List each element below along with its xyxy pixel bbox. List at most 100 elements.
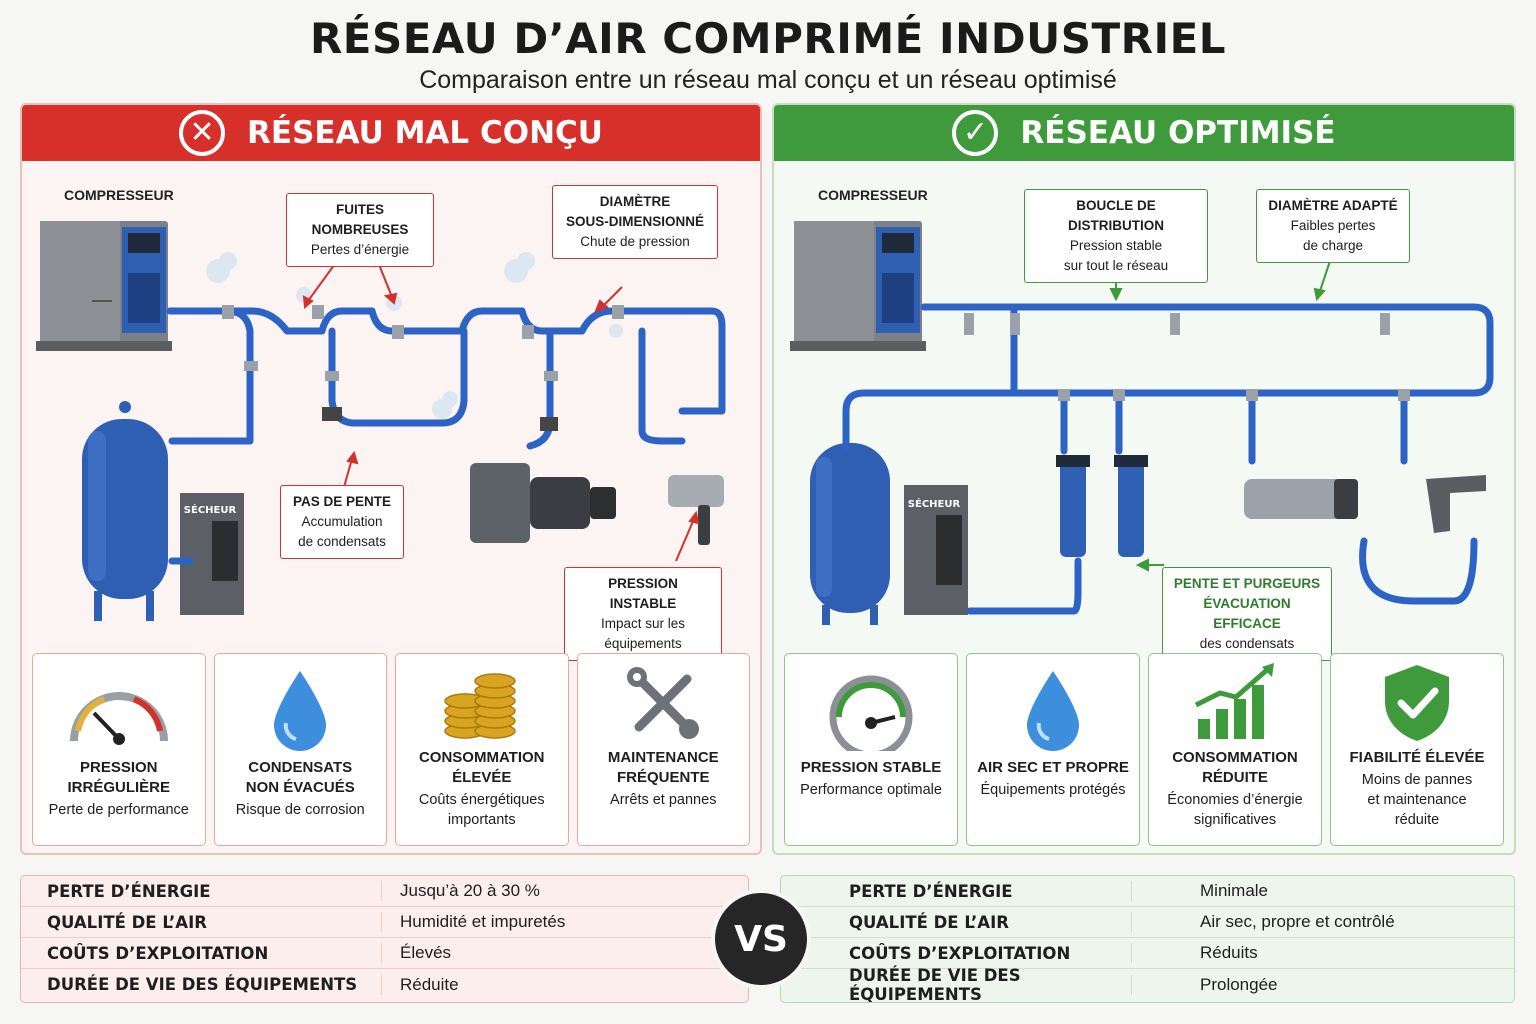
card-title-2: RÉDUITE: [1202, 769, 1268, 786]
row-key: COÛTS D’EXPLOITATION: [849, 943, 1071, 963]
page-title: RÉSEAU D’AIR COMPRIMÉ INDUSTRIEL: [309, 14, 1227, 63]
bad-panel-header: ✕ RÉSEAU MAL CONÇU: [22, 105, 760, 161]
gauge-icon: [33, 666, 205, 756]
table-row: DURÉE DE VIE DES ÉQUIPEMENTS Réduite: [21, 969, 748, 1000]
card-title: CONSOMMATION: [418, 749, 545, 766]
card-text: Économies d’énergie: [1167, 792, 1303, 808]
compressor-label: COMPRESSEUR: [64, 187, 174, 203]
growth-chart-icon: [1149, 658, 1321, 748]
leak-clouds: [206, 252, 623, 419]
callout-adapted-diameter: DIAMÈTRE ADAPTÉ Faibles pertes de charge: [1256, 189, 1410, 263]
pump-illustration: [470, 463, 616, 543]
table-row: QUALITÉ DE L’AIR Humidité et impuretés: [21, 907, 748, 938]
card-title: PRESSION STABLE: [800, 759, 942, 776]
dryer-label: SÉCHEUR: [184, 503, 237, 516]
callout-unstable-pressure: PRESSION INSTABLE Impact sur les équipem…: [564, 567, 722, 661]
row-value: Humidité et impuretés: [381, 912, 748, 932]
callout-slope-drains: PENTE ET PURGEURS ÉVACUATION EFFICACE de…: [1162, 567, 1332, 661]
bad-network-panel: ✕ RÉSEAU MAL CONÇU: [20, 103, 762, 855]
card-stable-pressure: PRESSION STABLE Performance optimale: [784, 653, 958, 846]
good-network-diagram: SÉCHEUR: [774, 161, 1514, 661]
card-dry-air: AIR SEC ET PROPRE Équipements protégés: [966, 653, 1140, 846]
vs-badge: VS: [711, 889, 811, 989]
bad-panel-title: RÉSEAU MAL CONÇU: [247, 115, 603, 151]
filter-illustration: [1056, 455, 1148, 557]
card-text: Moins de pannes: [1361, 772, 1473, 788]
good-benefit-cards: PRESSION STABLE Performance optimale AIR …: [784, 653, 1504, 846]
row-key: DURÉE DE VIE DES ÉQUIPEMENTS: [849, 965, 1021, 1003]
dryer-illustration: SÉCHEUR: [904, 485, 968, 615]
water-drop-icon: [967, 666, 1139, 756]
card-title: CONSOMMATION: [1172, 749, 1298, 766]
card-high-consumption: CONSOMMATION ÉLEVÉE Coûts énergétiques impo…: [395, 653, 569, 846]
air-tool-illustration: [1244, 475, 1486, 533]
good-network-illustration: SÉCHEUR: [790, 221, 1494, 625]
pipe-fittings: [222, 305, 624, 381]
row-value: Jusqu’à 20 à 30 %: [381, 881, 748, 901]
compressor-label: COMPRESSEUR: [818, 187, 928, 203]
row-value: Réduite: [381, 974, 748, 995]
card-title: AIR SEC ET PROPRE: [977, 759, 1129, 776]
callout-leaks: FUITES NOMBREUSES Pertes d’énergie: [286, 193, 434, 267]
card-text: Risque de corrosion: [235, 802, 365, 818]
compressor-illustration: [36, 221, 172, 351]
callout-distribution-loop: BOUCLE DE DISTRIBUTION Pression stable s…: [1024, 189, 1208, 283]
card-text: Coûts énergétiques: [418, 792, 545, 808]
shield-check-icon: [1331, 658, 1503, 748]
card-text: Équipements protégés: [980, 782, 1126, 798]
dryer-illustration: SÉCHEUR: [180, 493, 244, 615]
x-circle-icon: ✕: [179, 110, 226, 156]
card-title: PRESSION IRRÉGULIÈRE: [67, 759, 170, 796]
air-tank-illustration: [82, 401, 168, 621]
card-title: MAINTENANCE: [607, 749, 719, 766]
air-tool-illustration: [668, 475, 724, 545]
card-text: Performance optimale: [800, 782, 942, 798]
row-value: Prolongée: [1131, 974, 1514, 995]
bad-network-diagram: SÉCHEUR: [22, 161, 760, 661]
card-text-3: réduite: [1394, 812, 1440, 828]
good-panel-header: ✓ RÉSEAU OPTIMISÉ: [774, 105, 1514, 161]
compressor-illustration: [790, 221, 926, 351]
table-row: COÛTS D’EXPLOITATION Élevés: [21, 938, 748, 969]
callout-undersized: DIAMÈTRE SOUS-DIMENSIONNÉ Chute de press…: [552, 185, 718, 259]
page-subtitle: Comparaison entre un réseau mal conçu et…: [419, 66, 1117, 94]
table-row: COÛTS D’EXPLOITATION Réduits: [781, 938, 1514, 969]
check-circle-icon: ✓: [952, 110, 999, 156]
row-key: COÛTS D’EXPLOITATION: [47, 943, 269, 963]
water-drop-icon: [215, 666, 387, 756]
card-text-2: et maintenance: [1367, 792, 1467, 808]
good-network-panel: ✓ RÉSEAU OPTIMISÉ SÉCHEUR: [772, 103, 1516, 855]
tools-icon: [578, 658, 750, 748]
coins-icon: [396, 658, 568, 748]
row-key: DURÉE DE VIE DES ÉQUIPEMENTS: [47, 975, 358, 994]
row-value: Réduits: [1131, 943, 1514, 963]
table-row: QUALITÉ DE L’AIR Air sec, propre et contr…: [781, 907, 1514, 938]
card-condensate: CONDENSATS NON ÉVACUÉS Risque de corrosion: [213, 653, 387, 846]
card-text-2: importants: [447, 812, 516, 828]
drain-valves: [322, 407, 558, 431]
callout-no-slope: PAS DE PENTE Accumulation de condensats: [280, 485, 404, 559]
row-key: QUALITÉ DE L’AIR: [47, 912, 207, 932]
row-value: Air sec, propre et contrôlé: [1131, 912, 1514, 932]
good-panel-title: RÉSEAU OPTIMISÉ: [1020, 115, 1336, 151]
table-row: DURÉE DE VIE DES ÉQUIPEMENTS Prolongée: [781, 966, 1514, 1003]
pipe-network: [166, 307, 726, 565]
gauge-icon: [785, 666, 957, 756]
row-key: QUALITÉ DE L’AIR: [849, 912, 1009, 932]
row-value: Élevés: [381, 943, 748, 963]
card-title-2: FRÉQUENTE: [616, 769, 710, 786]
card-title: CONDENSATS: [248, 759, 353, 776]
pipe-supports: [964, 313, 1410, 401]
row-key: PERTE D’ÉNERGIE: [849, 881, 1013, 901]
card-title-2: ÉLEVÉE: [452, 769, 512, 786]
card-maintenance: MAINTENANCE FRÉQUENTE Arrêts et pannes: [576, 653, 750, 846]
card-title-2: NON ÉVACUÉS: [245, 779, 355, 796]
card-text: Arrêts et pannes: [610, 792, 717, 808]
